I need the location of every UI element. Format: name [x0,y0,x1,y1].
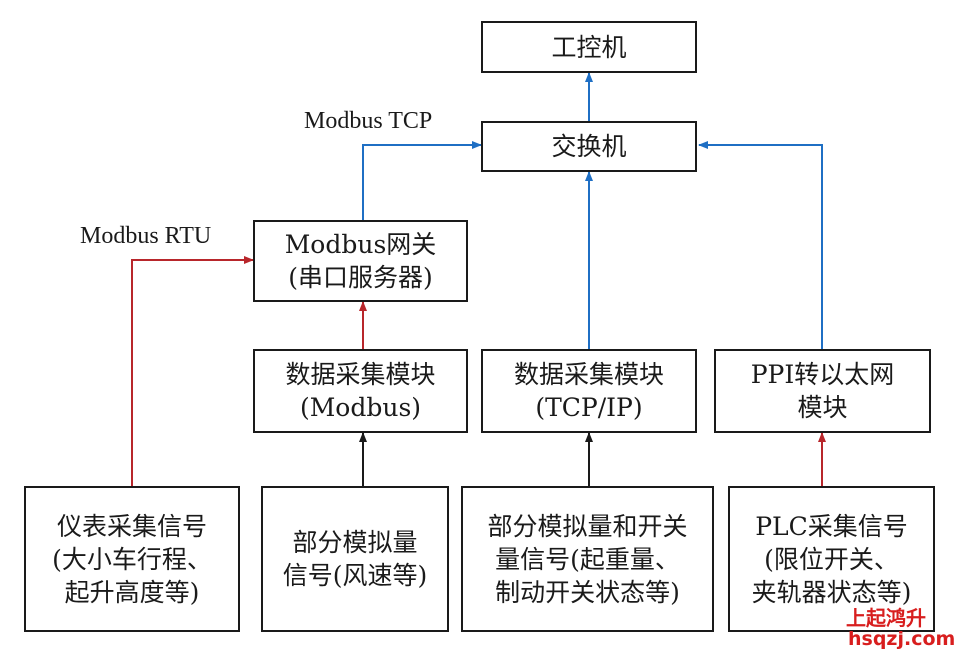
analog-switch-signal-label-line2: 量信号(起重量、 [495,544,680,574]
instrument-signal-node: 仪表采集信号 (大小车行程、 起升高度等) [24,486,240,632]
plc-signal-label-line1: PLC采集信号 [755,511,908,541]
instrument-signal-label-line3: 起升高度等) [64,577,200,607]
instrument-signal-label-line1: 仪表采集信号 [56,511,207,541]
analog-signal-node: 部分模拟量 信号(风速等) [261,486,449,632]
modbus-tcp-label: Modbus TCP [304,108,433,134]
ppi-module-label-line2: 模块 [797,393,848,422]
daq-tcpip-label-line2: (TCP/IP) [535,393,643,422]
ppi-module-label-line1: PPI转以太网 [750,360,895,389]
watermark-logo-text: 上起鸿升 [846,606,926,630]
plc-signal-label-line3: 夹轨器状态等) [751,577,912,607]
analog-switch-signal-label-line3: 制动开关状态等) [495,577,680,607]
daq-modbus-node: 数据采集模块 (Modbus) [253,349,468,433]
daq-modbus-label-line2: (Modbus) [299,393,422,422]
modbus-rtu-label: Modbus RTU [80,223,212,249]
instrument-signal-label-line2: (大小车行程、 [52,544,212,574]
arrow-gateway-to-switch [362,141,482,220]
analog-signal-label-line1: 部分模拟量 [292,528,418,557]
gateway-node: Modbus网关 (串口服务器) [253,220,468,302]
plc-signal-label-line2: (限位开关、 [764,544,899,574]
ppi-module-node: PPI转以太网 模块 [714,349,931,433]
analog-switch-signal-label-line1: 部分模拟量和开关 [487,511,688,541]
arrow-instrument-to-gateway [131,256,254,486]
switch-node: 交换机 [481,121,697,172]
analog-signal-label-line2: 信号(风速等) [282,561,428,590]
daq-modbus-label-line1: 数据采集模块 [285,360,436,389]
gateway-label-line1: Modbus网关 [284,230,437,259]
switch-label: 交换机 [551,132,627,161]
ipc-label: 工控机 [551,32,627,62]
gateway-label-line2: (串口服务器) [288,263,433,292]
plc-signal-node: PLC采集信号 (限位开关、 夹轨器状态等) [728,486,935,632]
analog-switch-signal-node: 部分模拟量和开关 量信号(起重量、 制动开关状态等) [461,486,714,632]
ipc-node: 工控机 [481,21,697,73]
arrow-ppi-to-switch [698,141,823,349]
daq-tcpip-label-line1: 数据采集模块 [513,360,664,389]
watermark-url: hsqzj.com [848,628,956,650]
daq-tcpip-node: 数据采集模块 (TCP/IP) [481,349,697,433]
